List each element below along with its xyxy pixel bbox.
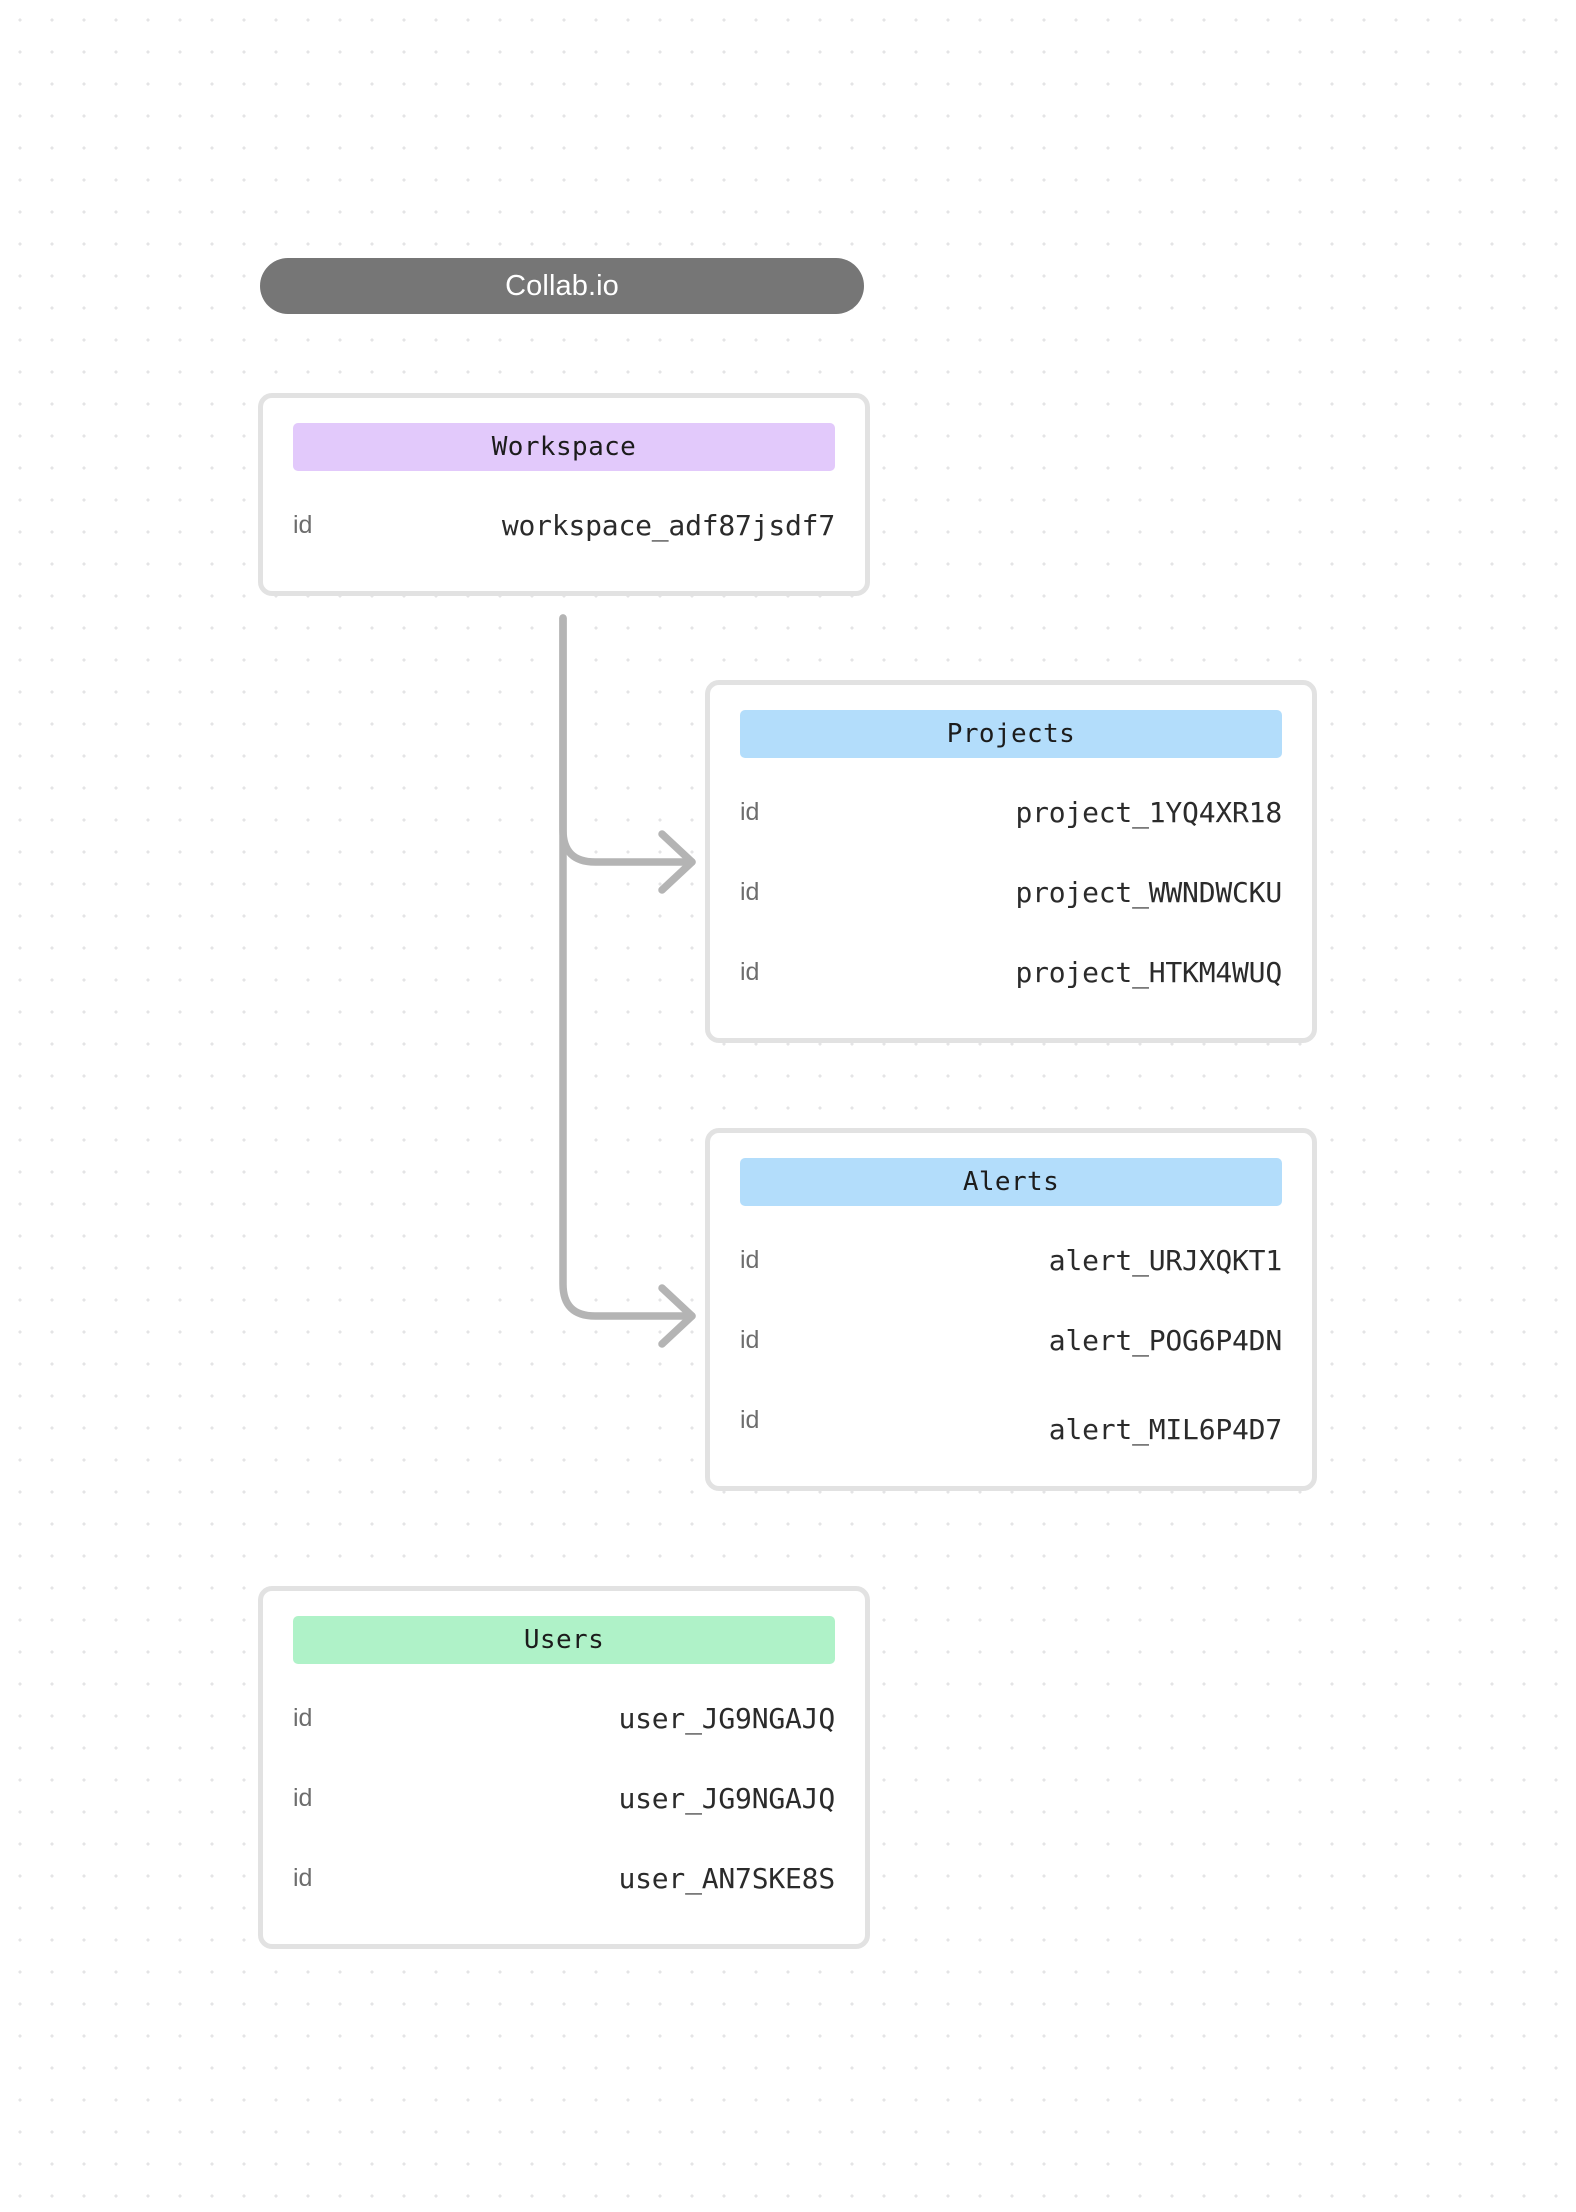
row-key: id — [740, 797, 760, 826]
connector-workspace-to-alerts — [559, 614, 696, 1320]
entity-header-users: Users — [293, 1616, 835, 1664]
entity-card-users[interactable]: Users id user_JG9NGAJQ id user_JG9NGAJQ … — [258, 1586, 870, 1949]
entity-rows-workspace: id workspace_adf87jsdf7 — [293, 485, 835, 591]
row-key: id — [740, 957, 760, 986]
table-row[interactable]: id alert_MIL6P4D7 — [740, 1380, 1282, 1460]
row-key: id — [293, 510, 313, 539]
row-value: user_AN7SKE8S — [618, 1861, 835, 1895]
entity-card-workspace[interactable]: Workspace id workspace_adf87jsdf7 — [258, 393, 870, 596]
row-key: id — [740, 1245, 760, 1274]
row-value: alert_MIL6P4D7 — [1048, 1412, 1282, 1446]
diagram-title-pill: Collab.io — [260, 258, 864, 314]
row-key: id — [293, 1703, 313, 1732]
entity-rows-alerts: id alert_URJXQKT1 id alert_POG6P4DN id a… — [740, 1220, 1282, 1486]
diagram-title-label: Collab.io — [505, 269, 619, 302]
entity-title-users: Users — [523, 1625, 605, 1655]
row-value: user_JG9NGAJQ — [618, 1781, 835, 1815]
row-value: user_JG9NGAJQ — [618, 1701, 835, 1735]
row-value: workspace_adf87jsdf7 — [501, 508, 835, 542]
entity-rows-projects: id project_1YQ4XR18 id project_WWNDWCKU … — [740, 772, 1282, 1038]
table-row[interactable]: id project_HTKM4WUQ — [740, 932, 1282, 1012]
entity-title-alerts: Alerts — [962, 1167, 1060, 1197]
table-row[interactable]: id user_JG9NGAJQ — [293, 1678, 835, 1758]
table-row[interactable]: id workspace_adf87jsdf7 — [293, 485, 835, 565]
table-row[interactable]: id project_1YQ4XR18 — [740, 772, 1282, 852]
arrowhead-alerts — [658, 1284, 696, 1348]
row-value: alert_POG6P4DN — [1048, 1323, 1282, 1357]
connector-workspace-to-projects — [559, 614, 696, 866]
table-row[interactable]: id project_WWNDWCKU — [740, 852, 1282, 932]
entity-header-alerts: Alerts — [740, 1158, 1282, 1206]
row-key: id — [740, 1325, 760, 1354]
row-value: project_WWNDWCKU — [1015, 875, 1282, 909]
table-row[interactable]: id alert_POG6P4DN — [740, 1300, 1282, 1380]
entity-card-projects[interactable]: Projects id project_1YQ4XR18 id project_… — [705, 680, 1317, 1043]
entity-title-projects: Projects — [946, 719, 1076, 749]
row-key: id — [740, 1405, 760, 1434]
entity-title-workspace: Workspace — [491, 432, 637, 462]
row-key: id — [293, 1863, 313, 1892]
table-row[interactable]: id user_AN7SKE8S — [293, 1838, 835, 1918]
row-value: project_HTKM4WUQ — [1015, 955, 1282, 989]
entity-header-projects: Projects — [740, 710, 1282, 758]
row-value: project_1YQ4XR18 — [1015, 795, 1282, 829]
entity-card-alerts[interactable]: Alerts id alert_URJXQKT1 id alert_POG6P4… — [705, 1128, 1317, 1491]
table-row[interactable]: id user_JG9NGAJQ — [293, 1758, 835, 1838]
row-value: alert_URJXQKT1 — [1048, 1243, 1282, 1277]
row-key: id — [293, 1783, 313, 1812]
entity-header-workspace: Workspace — [293, 423, 835, 471]
row-key: id — [740, 877, 760, 906]
table-row[interactable]: id alert_URJXQKT1 — [740, 1220, 1282, 1300]
entity-rows-users: id user_JG9NGAJQ id user_JG9NGAJQ id use… — [293, 1678, 835, 1944]
arrowhead-projects — [658, 830, 696, 894]
